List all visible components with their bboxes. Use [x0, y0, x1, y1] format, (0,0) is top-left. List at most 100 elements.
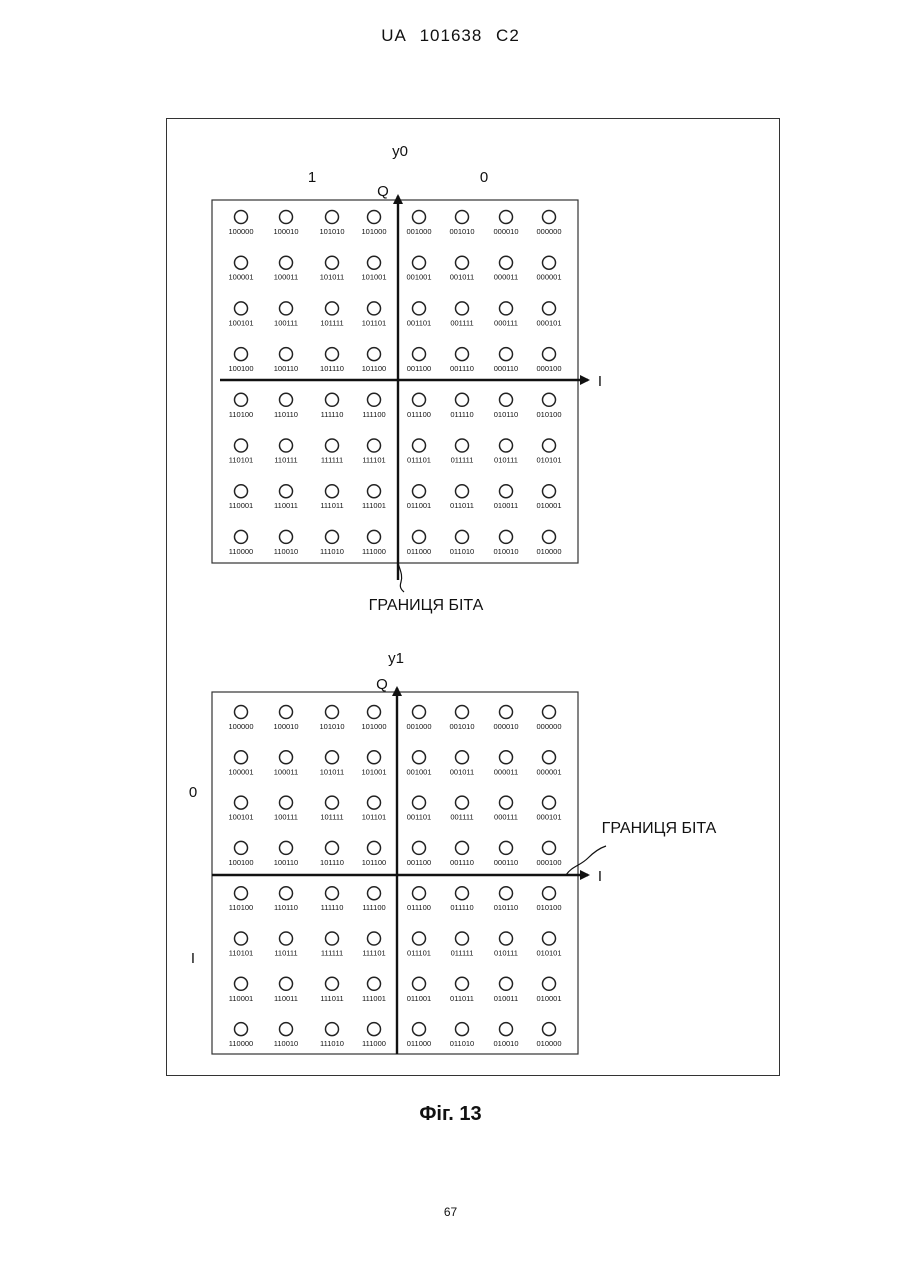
point-bit-label: 101100: [362, 858, 386, 867]
constellation-point: [368, 977, 381, 990]
i-axis-label: I: [598, 868, 602, 885]
constellation-point: [235, 530, 248, 543]
constellation-point: [500, 977, 513, 990]
point-bit-label: 000010: [493, 227, 518, 236]
point-bit-label: 001110: [450, 364, 474, 373]
point-bit-label: 001101: [407, 813, 431, 822]
point-bit-label: 010010: [493, 1039, 518, 1048]
point-bit-label: 010111: [494, 949, 518, 958]
constellation-point: [456, 932, 469, 945]
constellation-point: [543, 256, 556, 269]
constellation-point: [368, 393, 381, 406]
point-bit-label: 010011: [494, 501, 518, 510]
constellation-point: [235, 256, 248, 269]
diagram-title: y0: [392, 143, 408, 160]
constellation-point: [235, 977, 248, 990]
point-bit-label: 101000: [361, 722, 386, 731]
constellation-point: [326, 256, 339, 269]
constellation-point: [326, 1023, 339, 1036]
constellation-point: [280, 932, 293, 945]
constellation-point: [326, 530, 339, 543]
constellation-point: [280, 211, 293, 224]
point-bit-label: 011000: [407, 547, 431, 556]
diagram-title: y1: [388, 650, 404, 667]
constellation-point: [280, 1023, 293, 1036]
point-bit-label: 110101: [229, 456, 253, 465]
point-bit-label: 110010: [274, 547, 298, 556]
point-bit-label: 001000: [406, 722, 431, 731]
constellation-point: [543, 706, 556, 719]
point-bit-label: 010001: [536, 501, 561, 510]
q-axis-label: Q: [377, 183, 389, 200]
point-bit-label: 011010: [450, 1039, 474, 1048]
constellation-point: [543, 1023, 556, 1036]
point-bit-label: 001010: [449, 722, 474, 731]
constellation-point: [413, 977, 426, 990]
q-axis-label: Q: [376, 676, 388, 693]
point-bit-label: 110011: [274, 501, 298, 510]
point-bit-label: 111110: [321, 903, 344, 912]
point-bit-label: 010000: [536, 547, 561, 556]
point-bit-label: 101010: [319, 722, 344, 731]
point-bit-label: 000100: [536, 364, 561, 373]
point-bit-label: 100101: [228, 318, 253, 327]
region-label-upper: 0: [189, 784, 197, 801]
point-bit-label: 000111: [494, 813, 518, 822]
constellation-point: [456, 211, 469, 224]
constellation-point: [235, 1023, 248, 1036]
point-bit-label: 000110: [494, 364, 518, 373]
point-bit-label: 100011: [274, 767, 298, 776]
constellation-point: [413, 706, 426, 719]
constellation-point: [500, 706, 513, 719]
constellation-point: [326, 932, 339, 945]
constellation-point: [456, 977, 469, 990]
constellation-point: [280, 977, 293, 990]
point-bit-label: 011111: [451, 456, 474, 465]
point-bit-label: 100101: [228, 813, 253, 822]
constellation-point: [413, 887, 426, 900]
constellation-point: [456, 751, 469, 764]
point-bit-label: 100001: [228, 273, 253, 282]
constellation-point: [500, 302, 513, 315]
point-bit-label: 001111: [450, 813, 473, 822]
constellation-point: [235, 211, 248, 224]
point-bit-label: 010000: [536, 1039, 561, 1048]
constellation-point: [543, 796, 556, 809]
page-number: 67: [0, 1205, 901, 1219]
constellation-point: [368, 211, 381, 224]
point-bit-label: 001100: [407, 364, 431, 373]
point-bit-label: 100000: [228, 227, 253, 236]
constellation-point: [543, 211, 556, 224]
constellation-point: [280, 796, 293, 809]
constellation-point: [280, 751, 293, 764]
constellation-point: [368, 485, 381, 498]
constellation-point: [543, 439, 556, 452]
point-bit-label: 110101: [229, 949, 253, 958]
point-bit-label: 111010: [320, 547, 344, 556]
constellation-point: [235, 751, 248, 764]
point-bit-label: 101101: [362, 813, 386, 822]
constellation-point: [500, 796, 513, 809]
point-bit-label: 110111: [274, 456, 297, 465]
point-bit-label: 001010: [449, 227, 474, 236]
point-bit-label: 101001: [361, 767, 386, 776]
point-bit-label: 001000: [406, 227, 431, 236]
bit-boundary-label: ГРАНИЦЯ БІТА: [369, 597, 484, 614]
point-bit-label: 010001: [536, 994, 561, 1003]
constellation-point: [543, 348, 556, 361]
point-bit-label: 010110: [494, 903, 518, 912]
point-bit-label: 110010: [274, 1039, 298, 1048]
constellation-point: [235, 706, 248, 719]
constellation-point: [235, 932, 248, 945]
constellation-point: [413, 348, 426, 361]
point-bit-label: 100110: [274, 364, 298, 373]
point-bit-label: 000110: [494, 858, 518, 867]
constellation-point: [456, 393, 469, 406]
point-bit-label: 011110: [450, 903, 473, 912]
constellation-point: [413, 841, 426, 854]
point-bit-label: 111110: [321, 410, 344, 419]
point-bit-label: 000001: [536, 767, 561, 776]
constellation-point: [326, 302, 339, 315]
constellation-point: [413, 751, 426, 764]
